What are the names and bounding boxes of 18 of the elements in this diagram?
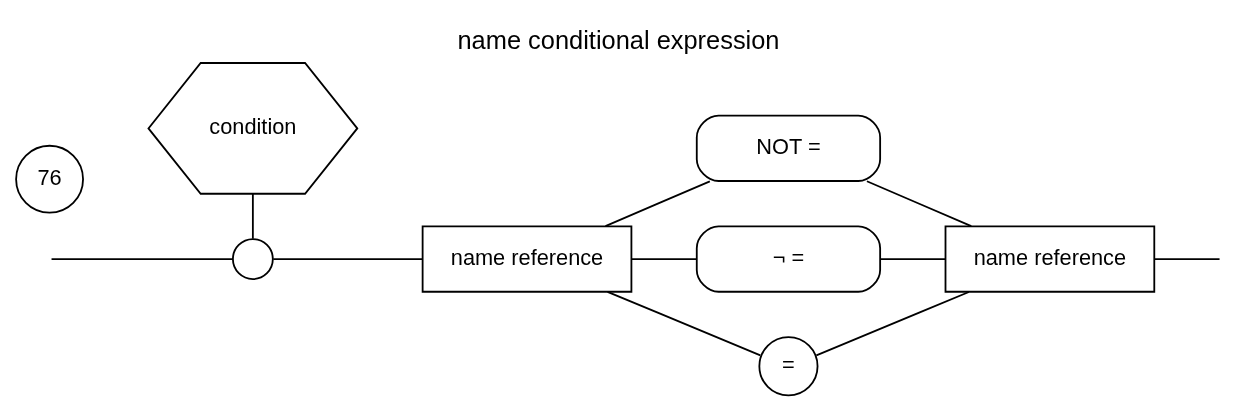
node-circle: 76: [15, 144, 84, 214]
node-circle: [232, 238, 274, 280]
diagram-title: name conditional expression: [457, 25, 780, 54]
connector: [866, 180, 973, 227]
node-box: NOT =: [695, 114, 882, 182]
connector: [272, 258, 424, 260]
connector: [1153, 258, 1221, 260]
connector: [606, 290, 762, 357]
connector: [879, 258, 947, 260]
connector: [251, 192, 254, 240]
connector: [630, 258, 697, 260]
connector: [50, 258, 234, 260]
node-box: name reference: [421, 225, 633, 293]
connector: [815, 291, 970, 357]
node-box: ¬ =: [695, 225, 882, 293]
connector: [604, 180, 711, 228]
node-box: name reference: [944, 225, 1156, 293]
node-circle: =: [758, 336, 819, 397]
